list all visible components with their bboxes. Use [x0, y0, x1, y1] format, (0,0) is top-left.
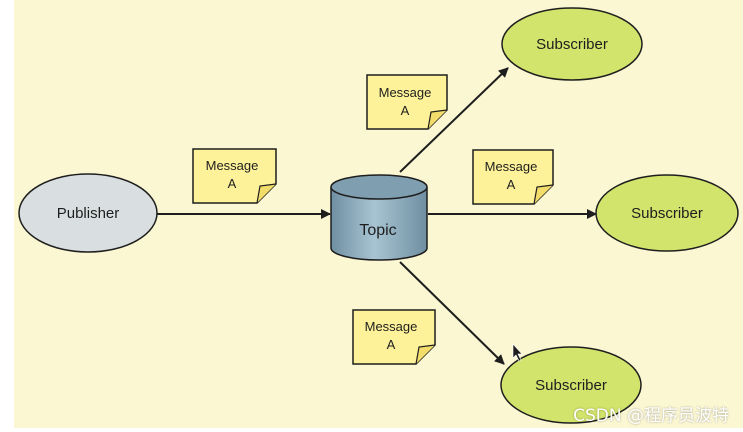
message-note-publisher-line2: A — [228, 176, 237, 191]
subscriber-middle-node: Subscriber — [595, 174, 739, 252]
message-note-bottom-line2: A — [387, 337, 396, 352]
message-note-middle: Message A — [472, 149, 554, 205]
mouse-cursor-icon — [512, 343, 523, 362]
subscriber-bottom-label: Subscriber — [535, 377, 607, 394]
message-note-publisher: Message A — [192, 148, 277, 204]
subscriber-middle-label: Subscriber — [631, 205, 703, 222]
message-note-middle-line1: Message — [485, 159, 538, 174]
watermark: CSDN @程序员波特 — [573, 406, 729, 426]
arrow-topic-to-subscriber-bottom — [399, 261, 505, 365]
subscriber-top-node: Subscriber — [501, 7, 643, 81]
message-note-top: Message A — [366, 74, 448, 130]
topic-node: Topic — [330, 174, 428, 261]
publisher-label: Publisher — [57, 205, 120, 222]
message-note-middle-line2: A — [507, 177, 516, 192]
message-note-publisher-line1: Message — [206, 158, 259, 173]
subscriber-top-label: Subscriber — [536, 36, 608, 53]
message-note-top-line2: A — [401, 103, 410, 118]
arrow-topic-to-subscriber-top — [399, 67, 509, 173]
message-note-top-line1: Message — [379, 85, 432, 100]
subscriber-bottom-node: Subscriber — [500, 346, 642, 424]
publisher-node: Publisher — [18, 173, 158, 253]
message-note-bottom: Message A — [352, 309, 436, 365]
topic-label: Topic — [359, 222, 396, 239]
message-note-bottom-line1: Message — [365, 319, 418, 334]
